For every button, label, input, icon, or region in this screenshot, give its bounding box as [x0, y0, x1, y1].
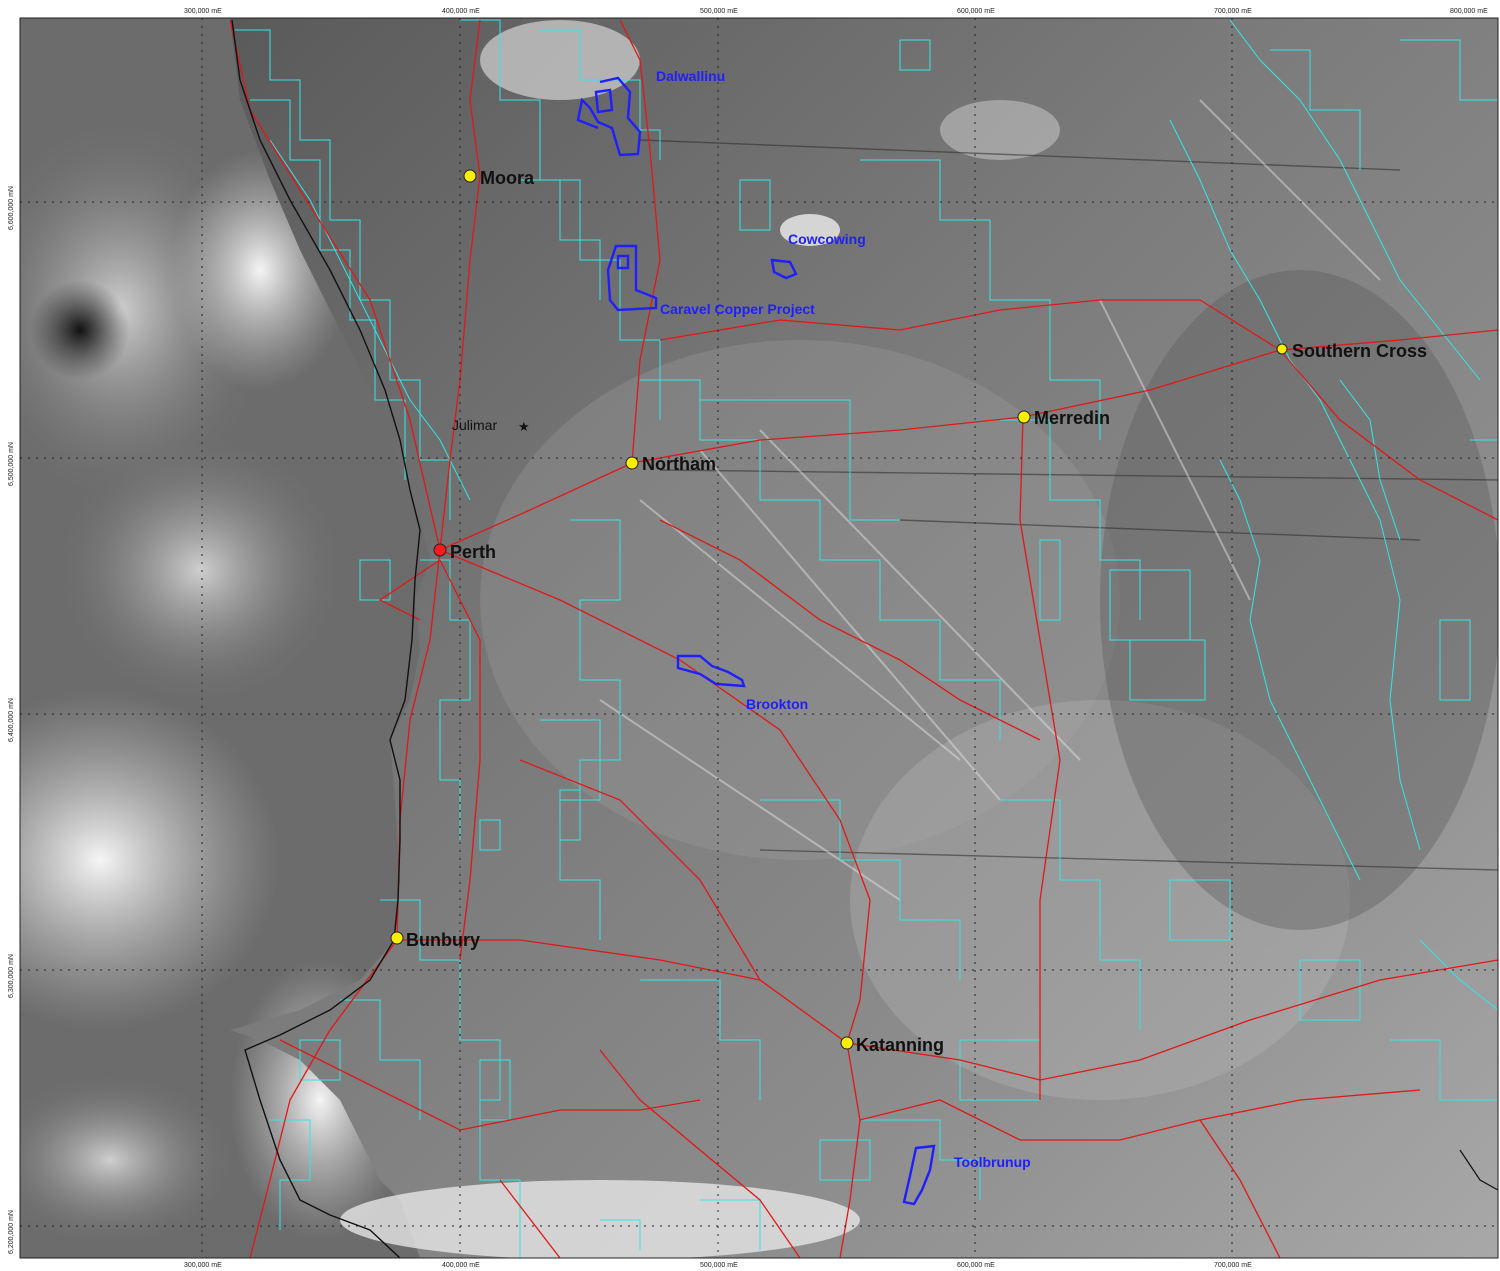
grid-label-top: 800,000 mE	[1450, 8, 1488, 15]
grid-label-left: 6,400,000 mN	[8, 698, 15, 742]
grid-label-top: 500,000 mE	[700, 8, 738, 15]
town-label-merredin: Merredin	[1034, 408, 1110, 428]
project-label-caravel[interactable]: Caravel Copper Project	[660, 301, 815, 317]
town-label-southern-cross: Southern Cross	[1292, 341, 1427, 361]
grid-label-bottom: 700,000 mE	[1214, 1262, 1252, 1269]
town-marker-katanning[interactable]	[840, 1036, 854, 1050]
town-marker-moora[interactable]	[463, 169, 477, 183]
tenement-boundaries	[235, 19, 1498, 1258]
town-markers: Moora Northam Perth Merredin Southern Cr…	[390, 168, 1427, 1055]
grid-labels-bottom: 300,000 mE 400,000 mE 500,000 mE 600,000…	[184, 1262, 1252, 1269]
town-label-moora: Moora	[480, 168, 535, 188]
grid-label-left: 6,300,000 mN	[8, 954, 15, 998]
town-label-bunbury: Bunbury	[406, 930, 480, 950]
town-marker-perth[interactable]	[433, 543, 447, 557]
caravel-outline	[606, 244, 658, 312]
cowcowing-outline	[770, 258, 798, 280]
project-label-dalwallinu[interactable]: Dalwallinu	[656, 68, 725, 84]
grid-label-left: 6,500,000 mN	[8, 442, 15, 486]
grid-label-left: 6,200,000 mN	[8, 1210, 15, 1254]
magnetics-image	[20, 18, 1498, 1258]
project-label-cowcowing[interactable]: Cowcowing	[788, 231, 866, 247]
grid-label-top: 300,000 mE	[184, 8, 222, 15]
grid-label-top: 600,000 mE	[957, 8, 995, 15]
town-label-perth: Perth	[450, 542, 496, 562]
coastline	[231, 19, 421, 1258]
brookton-outline	[676, 654, 746, 688]
project-labels: Dalwallinu Cowcowing Caravel Copper Proj…	[656, 68, 1031, 1170]
project-label-toolbrunup[interactable]: Toolbrunup	[954, 1154, 1031, 1170]
town-marker-merredin[interactable]	[1017, 410, 1031, 424]
town-marker-bunbury[interactable]	[390, 931, 404, 945]
project-label-brookton[interactable]: Brookton	[746, 696, 808, 712]
grid-label-bottom: 500,000 mE	[700, 1262, 738, 1269]
julimar-label: Julimar	[452, 417, 497, 433]
town-label-northam: Northam	[642, 454, 716, 474]
project-outlines	[576, 76, 936, 1206]
town-label-katanning: Katanning	[856, 1035, 944, 1055]
dalwallinu-outline	[576, 76, 642, 157]
coordinate-grid	[20, 18, 1498, 1258]
grid-label-bottom: 400,000 mE	[442, 1262, 480, 1269]
star-icon: ★	[518, 419, 530, 434]
toolbrunup-outline	[902, 1144, 936, 1206]
grid-labels-top: 300,000 mE 400,000 mE 500,000 mE 600,000…	[184, 8, 1488, 15]
grid-label-left: 6,600,000 mN	[8, 186, 15, 230]
town-marker-northam[interactable]	[625, 456, 639, 470]
grid-label-bottom: 300,000 mE	[184, 1262, 222, 1269]
grid-label-top: 700,000 mE	[1214, 8, 1252, 15]
grid-label-bottom: 600,000 mE	[957, 1262, 995, 1269]
town-marker-southern-cross[interactable]	[1276, 343, 1288, 355]
grid-label-top: 400,000 mE	[442, 8, 480, 15]
grid-labels-left: 6,600,000 mN 6,500,000 mN 6,400,000 mN 6…	[8, 186, 15, 1254]
roads	[229, 19, 1498, 1258]
